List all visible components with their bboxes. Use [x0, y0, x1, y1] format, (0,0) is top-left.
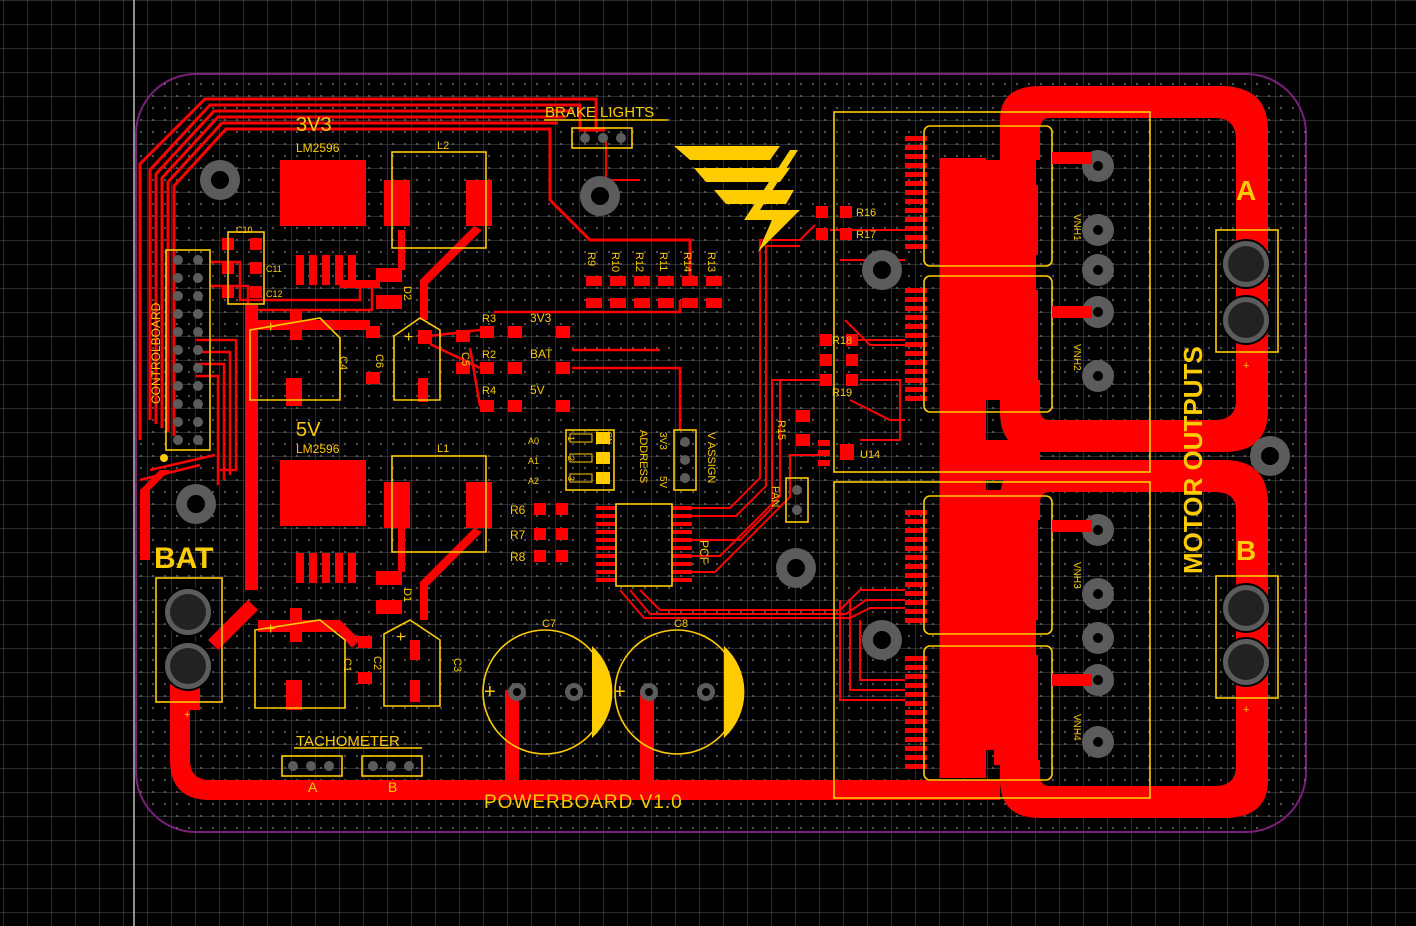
reg-3v3-label: 3V3 — [296, 114, 332, 136]
l2-label: L2 — [437, 140, 449, 152]
vnh4-label: VNH4 — [1071, 714, 1082, 741]
dip-sw3-label: 3 — [566, 476, 576, 481]
lm-top-label: LM2596 — [296, 141, 340, 155]
a1-label: A1 — [528, 456, 539, 466]
r19-label: R19 — [832, 387, 852, 399]
c10-label: C10 — [236, 225, 253, 235]
va-5v-label: 5V — [657, 476, 668, 489]
tach-b-label: B — [388, 779, 397, 795]
bat-label: BAT — [154, 542, 213, 575]
r13-label: R13 — [705, 252, 717, 272]
led-bat-label: BAT — [530, 347, 553, 361]
a2-label: A2 — [528, 476, 539, 486]
c2-label: C2 — [371, 656, 383, 670]
reg-5v-label: 5V — [296, 419, 321, 441]
lightning-logo — [674, 146, 800, 252]
dip-sw1-label: 1 — [566, 436, 576, 441]
c8-label: C8 — [674, 618, 688, 630]
r7-label: R7 — [510, 528, 526, 542]
c12-label: C12 — [266, 289, 283, 299]
tachometer-label: TACHOMETER — [296, 733, 400, 750]
plus-bat: + — [184, 709, 190, 721]
r18-label: R18 — [832, 335, 852, 347]
r16-label: R16 — [856, 207, 876, 219]
va-3v3-label: 3V3 — [657, 432, 668, 450]
tach-a-label: A — [308, 779, 318, 795]
r6-label: R6 — [510, 503, 526, 517]
plus-a: + — [1243, 360, 1249, 372]
r14-label: R14 — [681, 252, 693, 272]
address-label: ADDRESS — [637, 430, 649, 483]
plus-c5: + — [404, 329, 413, 346]
led-3v3-label: 3V3 — [530, 311, 552, 325]
vnh1-label: VNH1 — [1071, 214, 1082, 241]
vnh3-label: VNH3 — [1071, 562, 1082, 589]
output-a-label: A — [1236, 175, 1256, 206]
c3-label: C3 — [451, 658, 463, 672]
brake-lights-label: BRAKE LIGHTS — [545, 104, 654, 121]
d1-label: D1 — [401, 588, 413, 602]
output-b-label: B — [1236, 535, 1256, 566]
v-assign-label: V ASSIGN — [705, 432, 717, 483]
plus-c3: + — [396, 629, 405, 646]
silkscreen-layer — [155, 111, 1279, 799]
vnh-tab-pads — [508, 150, 1114, 758]
vnh2-label: VNH2 — [1071, 344, 1082, 371]
c6-label: C6 — [373, 354, 385, 368]
lm-bot-label: LM2596 — [296, 442, 340, 456]
board-title: POWERBOARD V1.0 — [484, 792, 683, 813]
c4-label: C4 — [337, 356, 349, 370]
controlboard-label: CONTROLBOARD — [149, 302, 163, 404]
pcf-label: PCF — [697, 540, 711, 564]
dip-on-label: ON — [604, 432, 613, 444]
u14-label: U14 — [860, 449, 880, 461]
l1-label: L1 — [437, 443, 449, 455]
r4-label: R4 — [482, 385, 496, 397]
mounting-holes — [176, 160, 1290, 660]
motor-outputs-label: MOTOR OUTPUTS — [1178, 346, 1208, 574]
r11-label: R11 — [657, 252, 669, 271]
c11-label: C11 — [266, 264, 282, 274]
header-pins — [173, 133, 802, 771]
c7-label: C7 — [542, 618, 556, 630]
c5-label: C5 — [459, 352, 471, 366]
cap-polarity-marks — [592, 646, 745, 738]
r2-label: R2 — [482, 349, 496, 361]
r12-label: R12 — [633, 252, 645, 272]
plus-c4: + — [266, 319, 275, 336]
pin1-marker — [160, 454, 168, 462]
fan-label: FAN — [769, 486, 781, 507]
vnh-tab-traces — [1052, 152, 1092, 686]
dip-switch — [569, 432, 610, 484]
dip-sw2-label: 2 — [566, 456, 576, 461]
r9-label: R9 — [585, 252, 597, 266]
a0-label: A0 — [528, 436, 539, 446]
plus-c1: + — [266, 621, 275, 638]
r8-label: R8 — [510, 550, 526, 564]
plus-c7: + — [484, 681, 496, 703]
plus-b: + — [1243, 704, 1249, 716]
r3-label: R3 — [482, 313, 496, 325]
terminal-pads — [163, 239, 1271, 691]
r17-label: R17 — [856, 229, 876, 241]
c1-label: C1 — [341, 658, 353, 672]
r10-label: R10 — [609, 252, 621, 272]
d2-label: D2 — [401, 286, 413, 300]
led-5v-label: 5V — [530, 383, 545, 397]
plus-c8: + — [614, 681, 626, 703]
r15-label: R15 — [775, 420, 787, 440]
